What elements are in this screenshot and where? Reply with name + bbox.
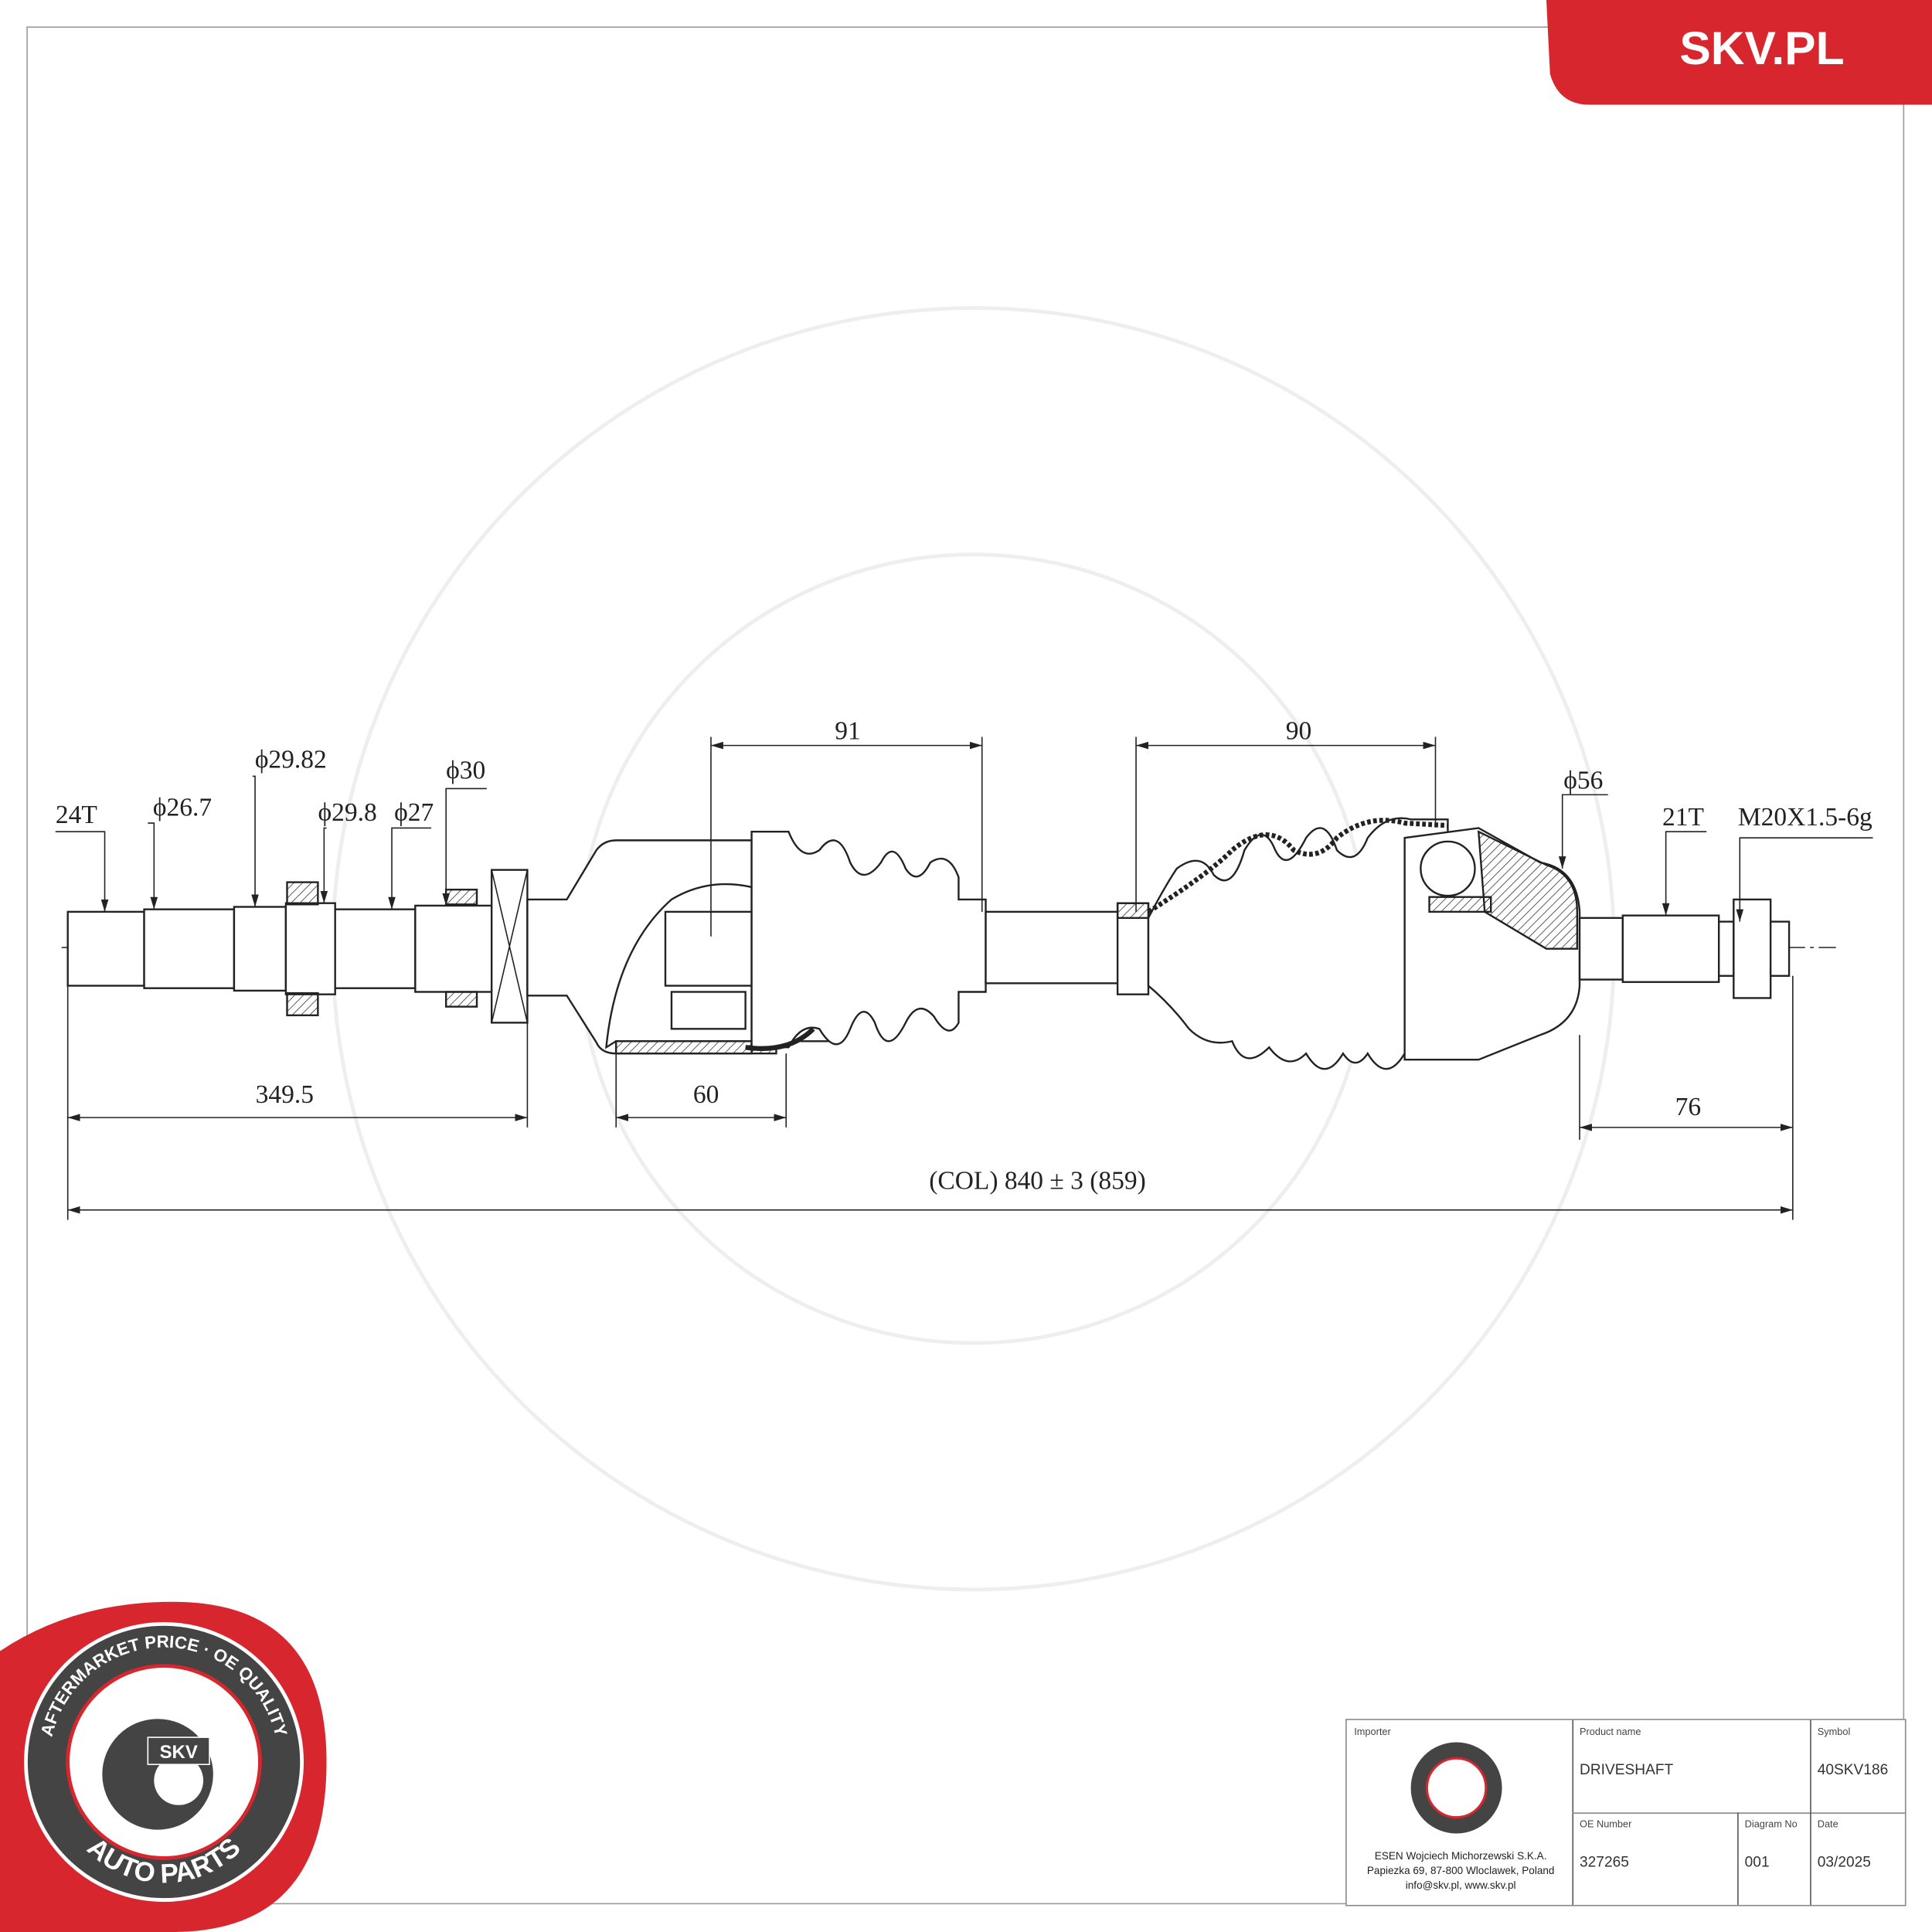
diagram-no-cell: Diagram No 001: [1737, 1812, 1811, 1905]
label-90: 90: [1286, 717, 1311, 746]
label-total-length: (COL) 840 ± 3 (859): [929, 1167, 1146, 1196]
diagram-no: 001: [1744, 1852, 1770, 1871]
product-name: DRIVESHAFT: [1580, 1760, 1674, 1778]
importer-logo: [1410, 1742, 1502, 1834]
svg-text:SKV: SKV: [160, 1742, 198, 1763]
label-d29-82: ϕ29.82: [255, 745, 327, 774]
sheet-border: [26, 26, 1905, 1905]
dimension-lines: [55, 736, 1873, 1220]
oe-number: 327265: [1580, 1852, 1629, 1871]
importer-label: Importer: [1354, 1726, 1391, 1738]
symbol: 40SKV186: [1817, 1760, 1889, 1778]
date-cell: Date 03/2025: [1817, 1818, 1871, 1871]
label-60: 60: [693, 1080, 719, 1109]
label-24t: 24T: [56, 801, 97, 829]
importer-cell: Importer ESEN Wojciech Michorzewski S.K.…: [1347, 1719, 1574, 1905]
product-name-cell: Product name DRIVESHAFT: [1572, 1719, 1811, 1814]
date: 03/2025: [1817, 1852, 1871, 1871]
label-thread: M20X1.5-6g: [1738, 803, 1872, 832]
quality-badge: AFTERMARKET PRICE · OE QUALITY AUTO PART…: [0, 1601, 327, 1932]
label-d30: ϕ30: [446, 757, 485, 785]
symbol-cell: Symbol 40SKV186: [1810, 1720, 1905, 1814]
driveshaft: [66, 817, 1791, 1070]
svg-text:SKV.PL: SKV.PL: [1679, 22, 1844, 74]
label-d29-8: ϕ29.8: [318, 798, 377, 827]
label-d56: ϕ56: [1563, 766, 1603, 794]
brand-logo: SKV.PL: [1546, 0, 1932, 105]
label-349-5: 349.5: [256, 1080, 314, 1109]
oe-number-cell: OE Number 327265: [1572, 1812, 1739, 1905]
dimension-labels: 24T ϕ26.7 ϕ29.82 ϕ29.8 ϕ27 ϕ30 91 90 ϕ56…: [56, 717, 1872, 1196]
label-d27: ϕ27: [394, 798, 434, 827]
title-block: Importer ESEN Wojciech Michorzewski S.K.…: [1345, 1719, 1906, 1906]
label-21t: 21T: [1662, 803, 1704, 832]
label-d26-7: ϕ26.7: [153, 793, 212, 821]
label-76: 76: [1675, 1093, 1701, 1121]
importer-address: ESEN Wojciech Michorzewski S.K.A. Papiez…: [1366, 1849, 1555, 1892]
label-91: 91: [835, 717, 860, 746]
